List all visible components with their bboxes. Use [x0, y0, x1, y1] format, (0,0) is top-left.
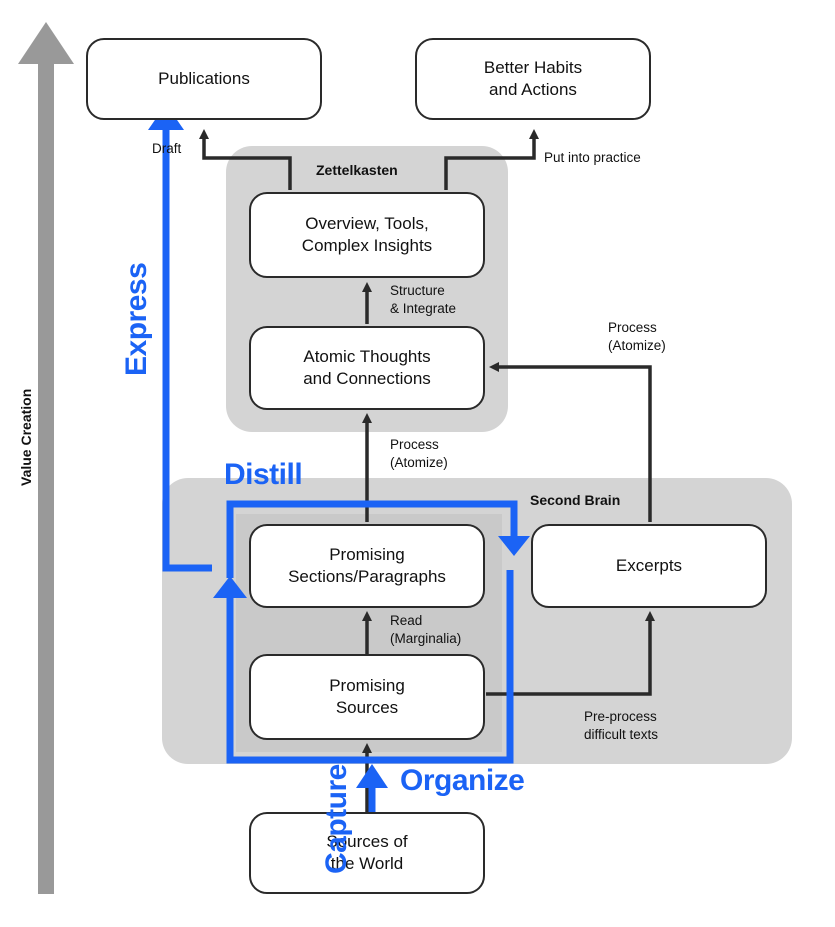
edge-excerpts-to-atomic [489, 362, 652, 522]
habits-node: Better Habits and Actions [415, 38, 651, 120]
sources-node: Promising Sources [249, 654, 485, 740]
edge-sources-to-excerpts [486, 611, 655, 696]
structure-integrate-label: Structure & Integrate [390, 283, 457, 316]
value-axis-arrow [18, 22, 74, 894]
put-into-practice-label: Put into practice [544, 150, 641, 165]
express-label: Express [120, 262, 153, 376]
overview-node: Overview, Tools, Complex Insights [249, 192, 485, 278]
edge-overview-to-habits [444, 129, 539, 190]
capture-label: Capture [320, 764, 353, 874]
zettelkasten-title: Zettelkasten [316, 162, 398, 178]
second-brain-title: Second Brain [530, 492, 621, 508]
atomic-node: Atomic Thoughts and Connections [249, 326, 485, 410]
express-arrow [162, 128, 212, 572]
edge-overview-to-publications [199, 129, 292, 190]
sections-node: Promising Sections/Paragraphs [249, 524, 485, 608]
world-node: Sources of the World [249, 812, 485, 894]
distill-arrowhead [498, 536, 530, 556]
organize-label: Organize [400, 764, 525, 797]
organize-arrow [226, 570, 514, 764]
read-marginalia-label: Read (Marginalia) [390, 613, 462, 646]
draft-label: Draft [152, 141, 182, 156]
distill-label: Distill [224, 458, 303, 491]
excerpts-node: Excerpts [531, 524, 767, 608]
process-atomize-center-label: Process (Atomize) [390, 437, 448, 470]
value-creation-label: Value Creation [18, 388, 34, 486]
distill-arrow [226, 500, 518, 578]
process-atomize-right-label: Process (Atomize) [608, 320, 666, 353]
publications-node: Publications [86, 38, 322, 120]
preprocess-label: Pre-process difficult texts [584, 709, 659, 742]
organize-arrowhead [213, 576, 247, 598]
capture-arrowhead [356, 764, 388, 788]
